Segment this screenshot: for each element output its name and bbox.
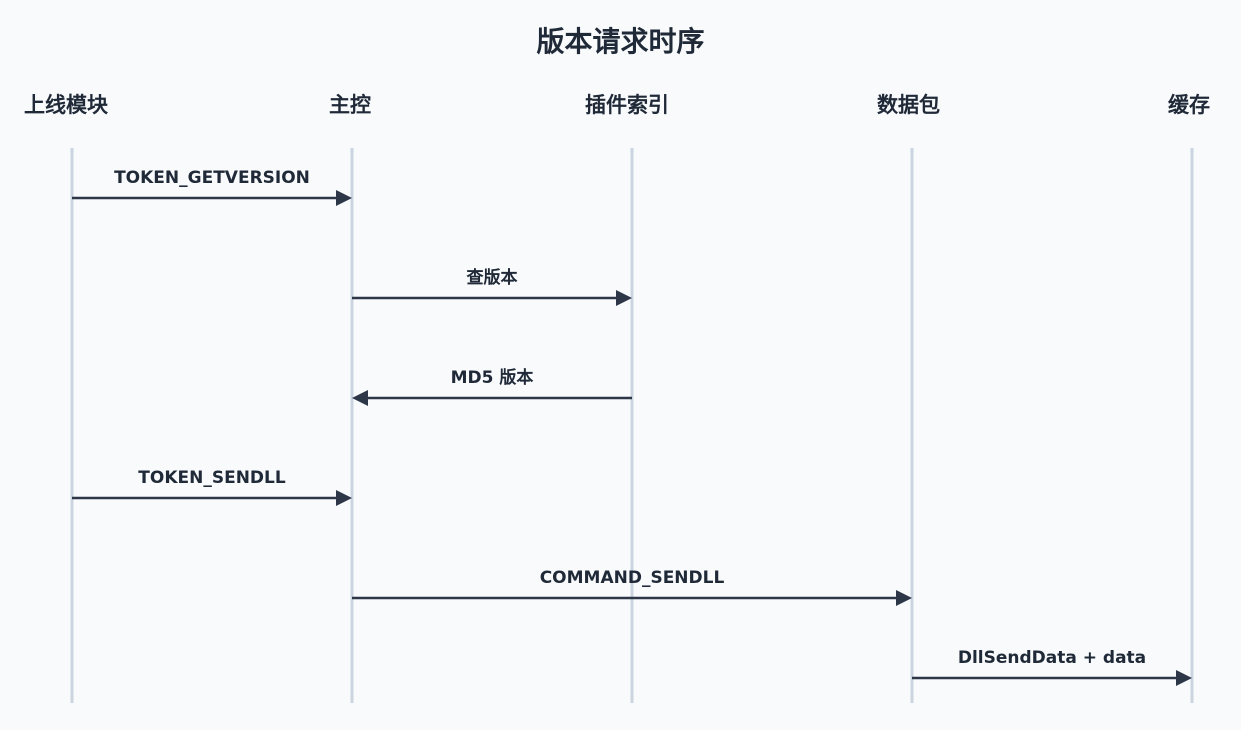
message-label: TOKEN_GETVERSION bbox=[114, 168, 310, 188]
arrow-head bbox=[616, 290, 632, 306]
participant-label: 主控 bbox=[329, 93, 371, 117]
message-arrow: MD5 版本 bbox=[352, 367, 632, 406]
arrow-head bbox=[336, 490, 352, 506]
arrow-head bbox=[336, 190, 352, 206]
diagram-title: 版本请求时序 bbox=[536, 25, 705, 58]
message-arrow: TOKEN_SENDLL bbox=[72, 468, 352, 506]
message-label: DllSendData + data bbox=[958, 648, 1146, 668]
message-arrow: TOKEN_GETVERSION bbox=[72, 168, 352, 206]
message-arrow: DllSendData + data bbox=[912, 648, 1192, 686]
participant-label: 缓存 bbox=[1168, 93, 1210, 117]
participant-label: 数据包 bbox=[877, 93, 940, 117]
arrow-head bbox=[352, 390, 368, 406]
message-label: 查版本 bbox=[466, 267, 518, 288]
participant-label: 插件索引 bbox=[585, 93, 669, 117]
message-arrow: 查版本 bbox=[352, 267, 632, 306]
message-label: MD5 版本 bbox=[451, 367, 534, 388]
message-label: COMMAND_SENDLL bbox=[540, 568, 725, 588]
participant-label: 上线模块 bbox=[24, 93, 108, 117]
message-arrow: COMMAND_SENDLL bbox=[352, 568, 912, 606]
arrow-head bbox=[1176, 670, 1192, 686]
message-label: TOKEN_SENDLL bbox=[138, 468, 286, 488]
arrow-head bbox=[896, 590, 912, 606]
